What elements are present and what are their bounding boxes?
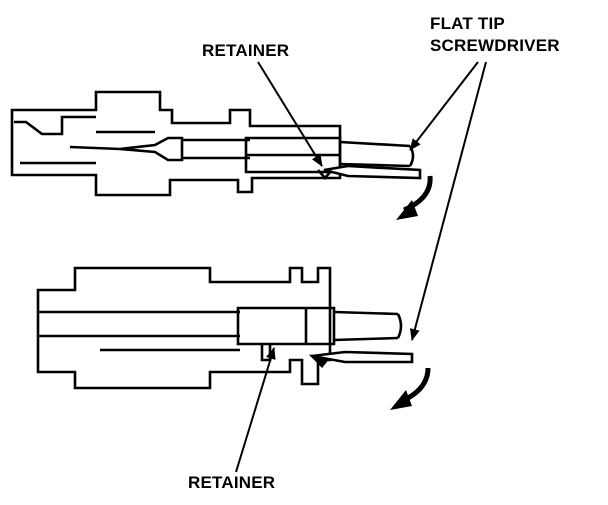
bottom-connector-body (38, 268, 330, 388)
curved-arrow-bottom-head-icon (390, 390, 412, 410)
rotation-arrows (390, 176, 430, 410)
curved-arrow-top-head-icon (396, 200, 418, 220)
label-flat-tip: FLAT TIP (430, 14, 505, 33)
leader-screwdriver-bottom (409, 62, 486, 341)
bottom-wire (334, 312, 398, 340)
label-screwdriver: SCREWDRIVER (430, 36, 560, 55)
top-terminal-wire-tube (182, 140, 250, 158)
leader-retainer-top (258, 62, 322, 167)
label-retainer-top: RETAINER (202, 41, 290, 60)
bottom-retainer-clip (262, 344, 270, 360)
bottom-screwdriver-blade (312, 352, 412, 362)
bottom-wire-end (398, 314, 401, 338)
top-terminal-pin (70, 138, 182, 160)
bottom-retainer-window (238, 308, 334, 344)
top-wire (340, 142, 410, 166)
curved-arrow-top-icon (404, 176, 430, 210)
bottom-connector-inner-slot (38, 312, 240, 336)
top-screwdriver-blade (324, 166, 420, 178)
label-retainer-bottom: RETAINER (188, 473, 276, 492)
bottom-connector (38, 268, 412, 388)
top-connector-notch (14, 117, 96, 134)
top-connector (12, 92, 420, 195)
leader-retainer-bottom (236, 347, 276, 472)
leader-lines (236, 62, 486, 472)
top-connector-body (12, 92, 340, 195)
leader-screwdriver-top (410, 62, 478, 151)
